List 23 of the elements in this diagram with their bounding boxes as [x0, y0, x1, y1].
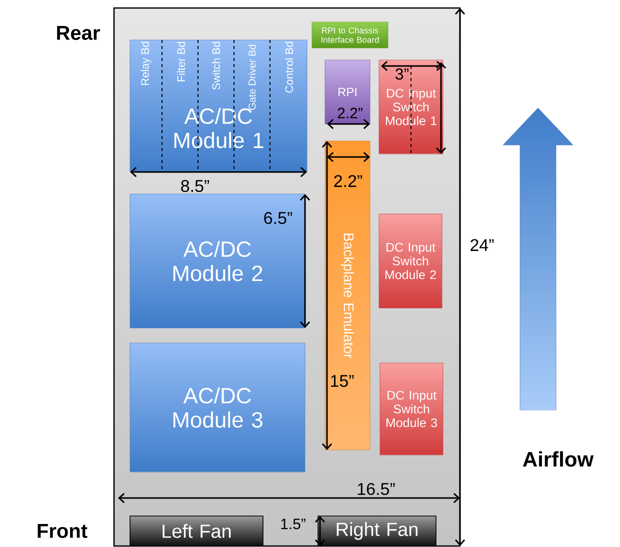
fan-box: Left Fan — [130, 516, 264, 546]
dimension-label: 3” — [396, 68, 409, 80]
module-box: DC Input Switch Module 2 — [378, 214, 442, 308]
board-label: Gate Driver Bd — [248, 44, 256, 110]
fan-box: Right Fan — [318, 516, 436, 546]
dimension-label: 16.5” — [358, 482, 395, 496]
board-label: Control Bd — [284, 42, 294, 93]
dimension-label: 15” — [331, 375, 354, 387]
airflow-label: Airflow — [522, 451, 594, 467]
dimension-label: 2.2” — [334, 175, 362, 187]
board-label: Relay Bd — [140, 42, 152, 85]
board-label: Filter Bd — [176, 42, 186, 82]
dimension-label: 8.5” — [181, 180, 210, 192]
board-box: RPI to Chassis Interface Board — [312, 22, 388, 48]
side-label: Front — [38, 524, 88, 538]
board-label: Switch Bd — [212, 42, 220, 90]
dimension-label: 1.5” — [281, 518, 306, 530]
module-box: DC Input Switch Module 3 — [380, 362, 444, 456]
module-box: AC/DC Module 3 — [130, 342, 306, 472]
side-label: Rear — [57, 26, 100, 40]
dimension-label: 24” — [470, 239, 494, 251]
dimension-label: 6.5” — [264, 212, 292, 224]
dimension-label: 2.2” — [338, 108, 362, 118]
